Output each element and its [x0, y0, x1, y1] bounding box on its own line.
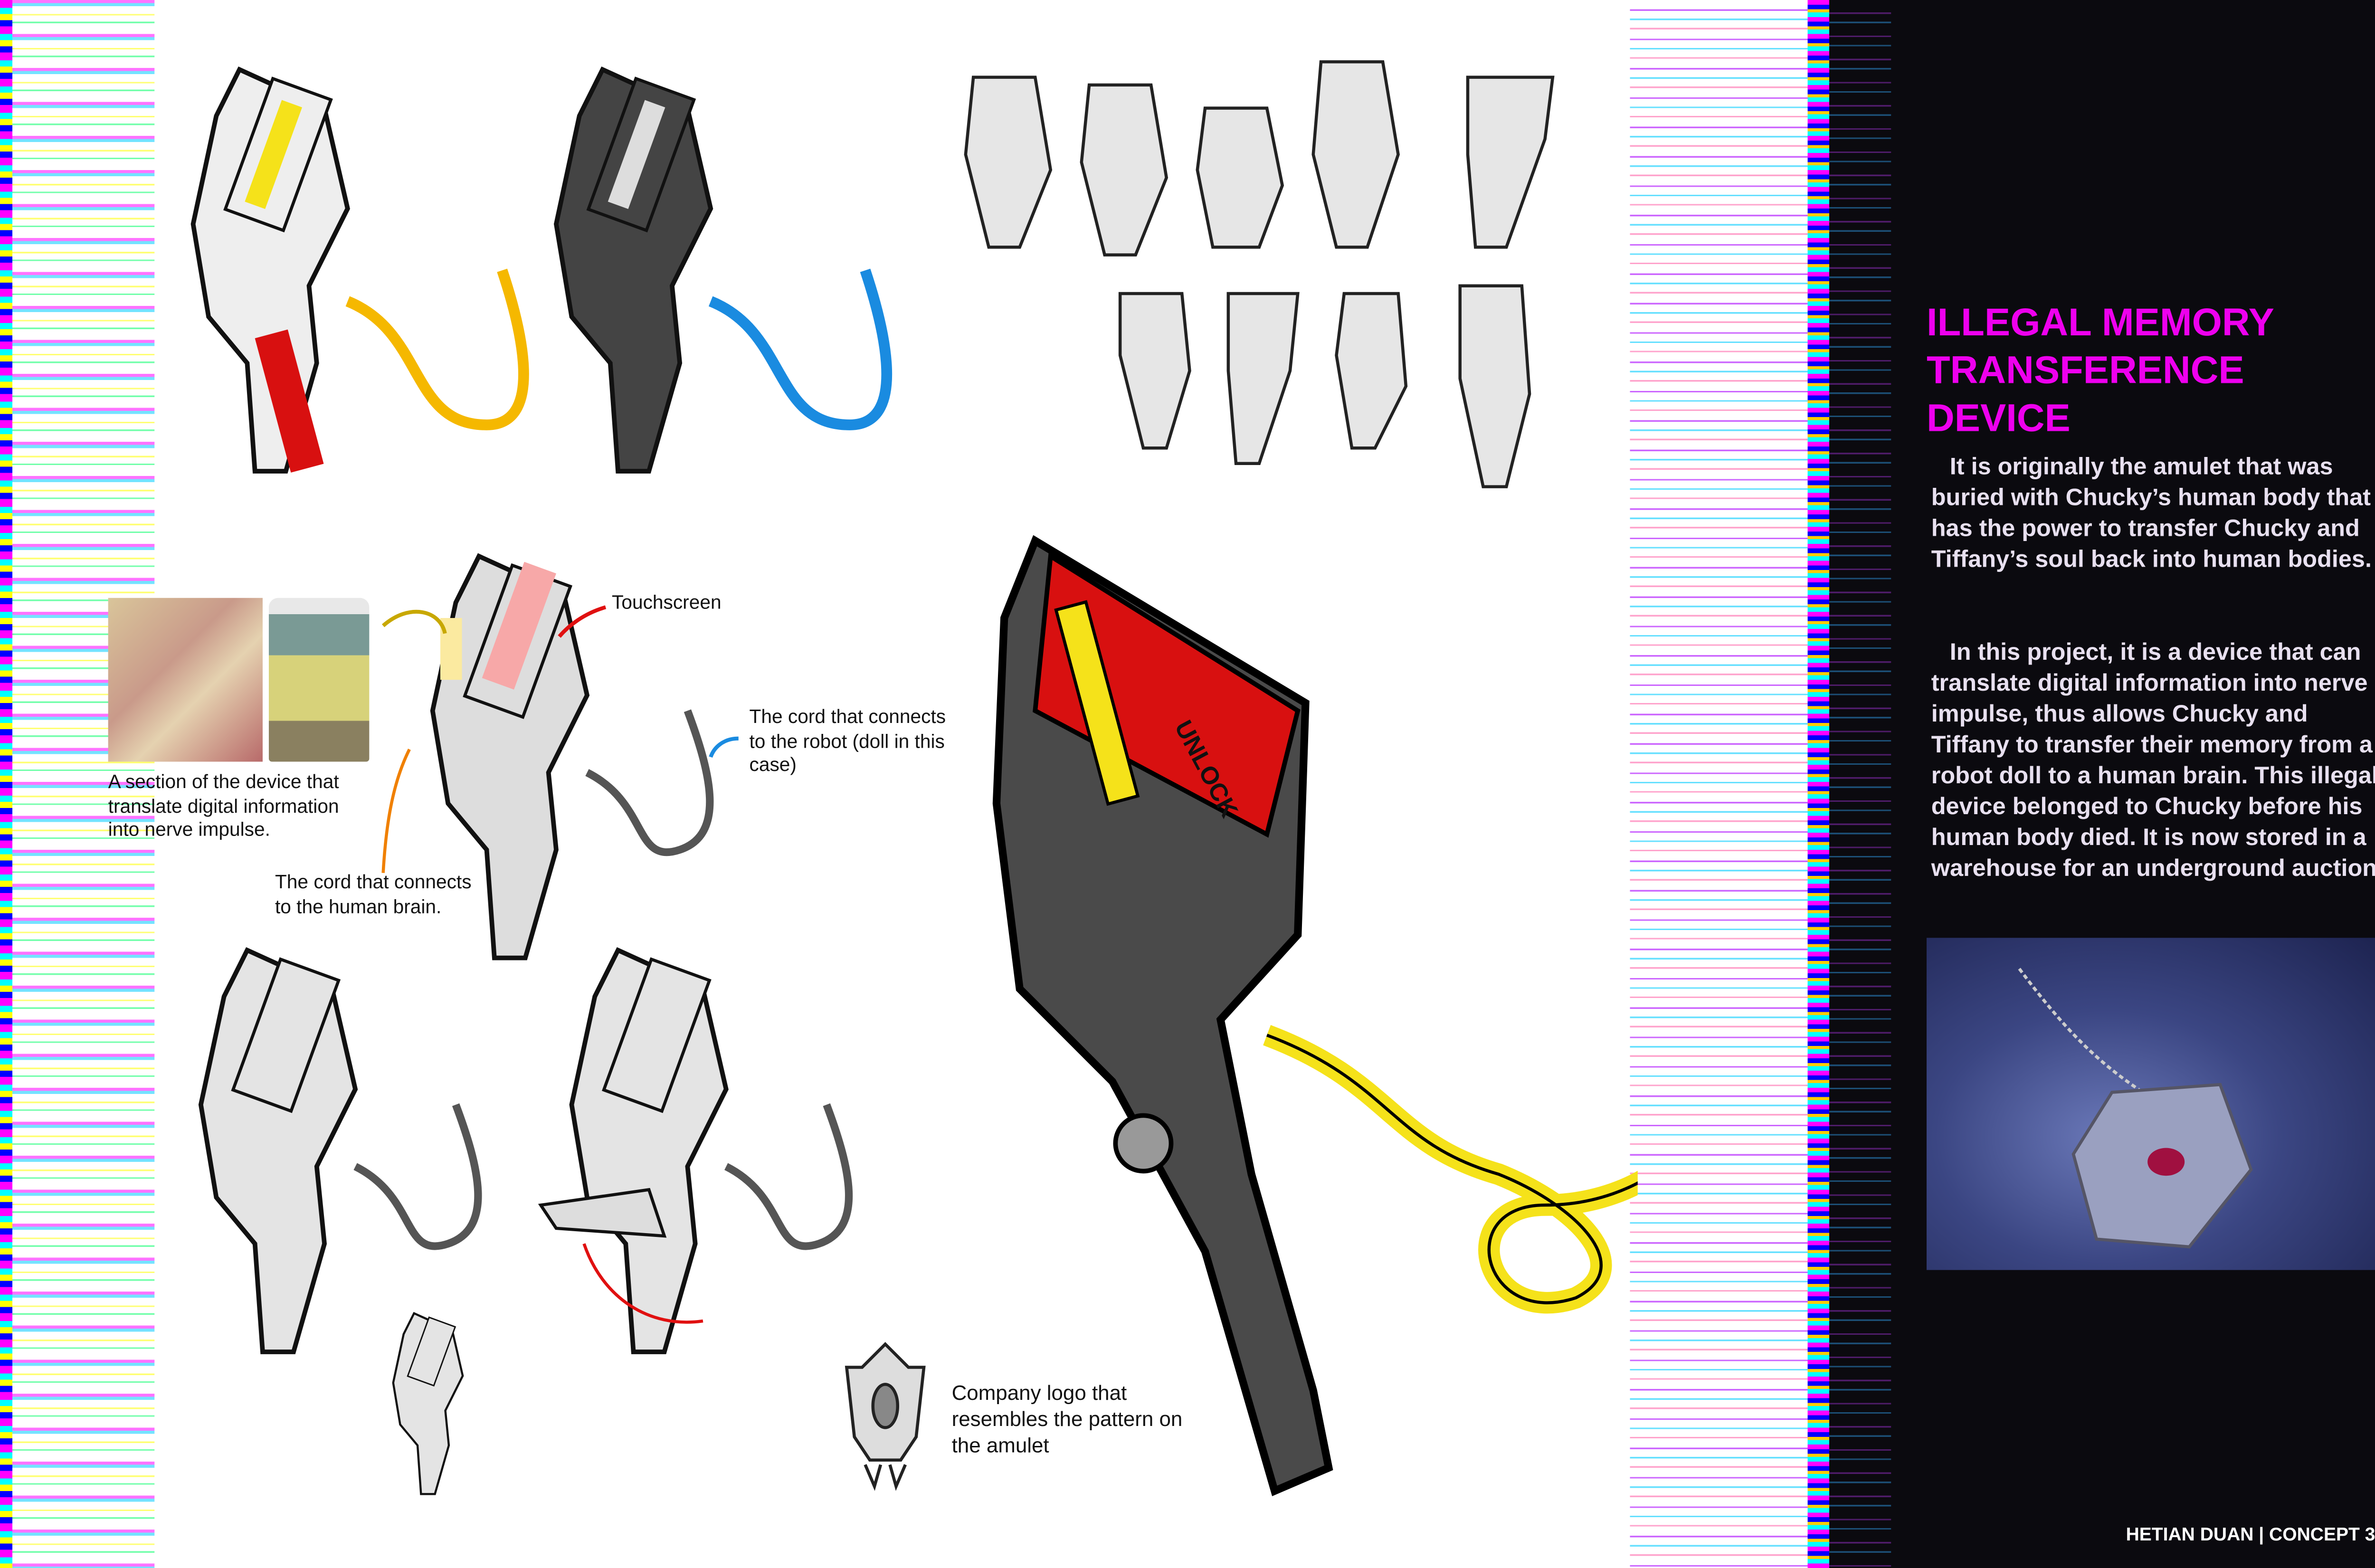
thumbnail-sketches — [964, 60, 1555, 488]
device-sketch-bottom-2 — [538, 950, 853, 1352]
reference-photo-jar — [268, 598, 370, 762]
arrow-touchscreen — [558, 605, 607, 638]
glitch-border-left — [0, 0, 155, 1568]
annotation-brain-cord: The cord that connects to the human brai… — [275, 871, 472, 917]
annotation-section: A section of the device that translate d… — [108, 771, 339, 841]
annotation-logo: Company logo that resembles the pattern … — [951, 1381, 1183, 1457]
glitch-strip-right — [1807, 0, 1830, 1568]
device-sketch-bottom-1 — [201, 950, 482, 1352]
device-main: UNLOCK — [992, 535, 1638, 1496]
title-line: DEVICE — [1926, 397, 2071, 440]
amulet-photo — [1926, 938, 2375, 1270]
title-line: ILLEGAL MEMORY — [1926, 301, 2274, 345]
description-paragraph-1: It is originally the amulet that was bur… — [1931, 454, 2372, 573]
reference-photo-nerves — [108, 598, 263, 762]
author-credit: HETIAN DUAN | CONCEPT 3 — [2126, 1523, 2375, 1545]
arrow-robot-cord — [709, 736, 739, 758]
device-sketch-hand — [393, 1313, 463, 1494]
description-panel — [1829, 0, 2375, 1568]
page-title: ILLEGAL MEMORY TRANSFERENCE DEVICE — [1927, 300, 2375, 443]
device-sketch-annotated — [433, 556, 714, 958]
arrow-yellow — [381, 609, 447, 634]
description-paragraph-2: In this project, it is a device that can… — [1931, 639, 2375, 883]
device-sketch-white-yellow — [193, 69, 529, 473]
glitch-border-right — [1630, 0, 1831, 1568]
device-sketches: UNLOCK — [0, 60, 1638, 1496]
annotation-robot-cord: The cord that connects to the robot (dol… — [749, 706, 946, 776]
company-logo — [845, 1342, 926, 1491]
device-sketch-dark-blue — [556, 69, 893, 471]
arrow-brain-cord — [381, 749, 411, 873]
annotation-touchscreen: Touchscreen — [612, 591, 722, 614]
arrow-red-curve — [582, 1243, 703, 1324]
glitch-strip-left — [0, 0, 13, 1568]
title-line: TRANSFERENCE — [1926, 349, 2244, 393]
panel-glitch-edge — [1829, 0, 1891, 1568]
